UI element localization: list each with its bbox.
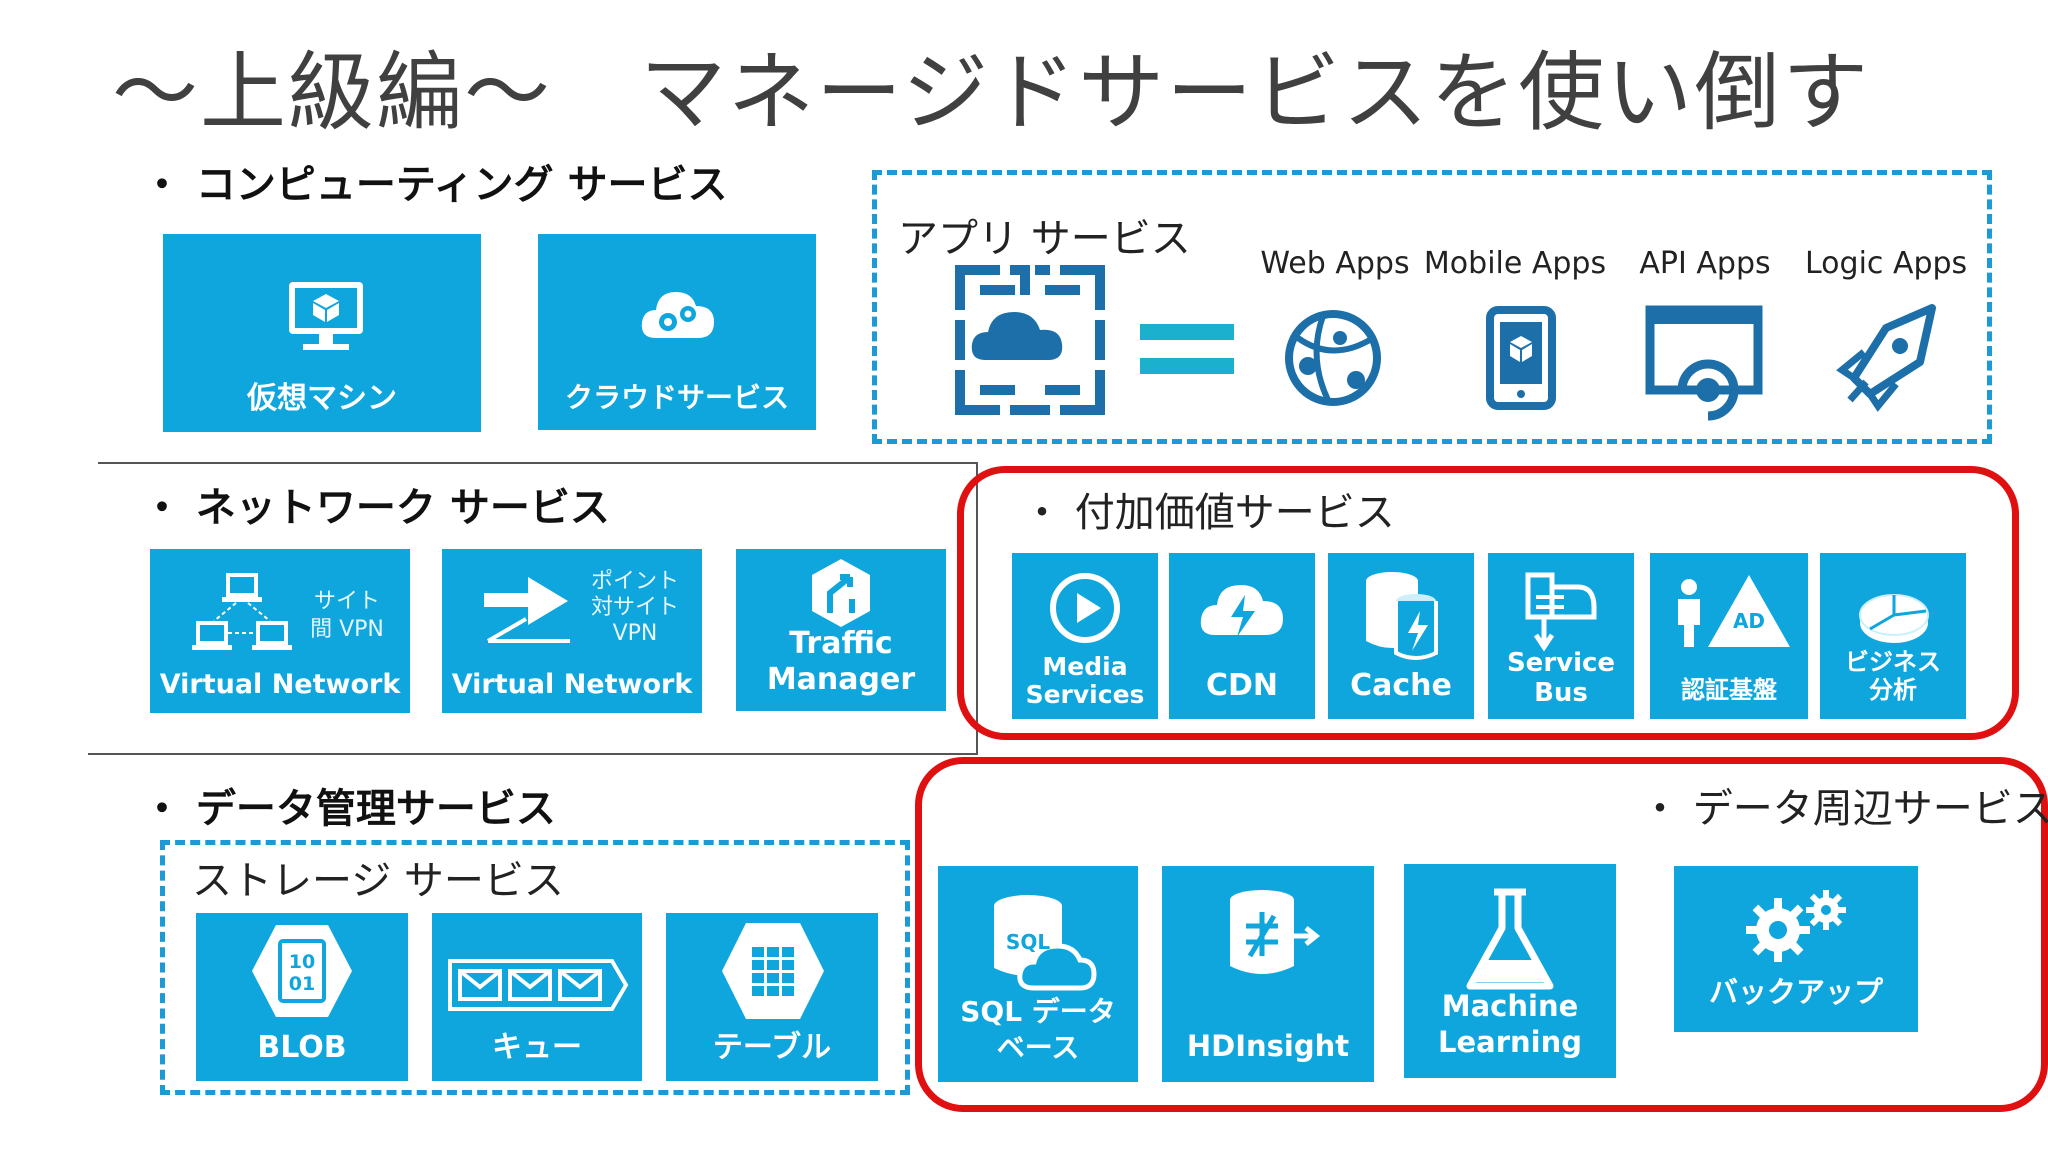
globe-icon	[1285, 310, 1381, 406]
tile-label: HDInsight	[1186, 1029, 1350, 1063]
tile-sub-line: サイト	[313, 589, 380, 614]
mobile-device-icon	[1486, 306, 1556, 410]
section-data-peripheral: ・ データ周辺サービス	[1640, 786, 2048, 832]
rocket-icon	[1836, 304, 1936, 412]
sql-badge: SQL	[1005, 930, 1051, 954]
cloud-bolt-icon	[1200, 585, 1283, 637]
tile-label: ベース	[996, 1031, 1080, 1064]
tile-label: バックアップ	[1708, 975, 1883, 1009]
tile-label: Bus	[1534, 678, 1588, 708]
app-service-box	[872, 170, 1992, 444]
section-network: ・ ネットワーク サービス	[142, 485, 610, 531]
tile-virtual-network-p2s[interactable]: ポイント 対サイト VPN Virtual Network	[442, 549, 702, 713]
tile-sub-line: 対サイト	[590, 595, 679, 620]
cloud-gear-icon	[641, 292, 714, 338]
equals-icon	[1140, 324, 1234, 374]
app-label-api: API Apps	[1639, 246, 1771, 281]
tile-virtual-network-site[interactable]: サイト 間 VPN Virtual Network	[150, 549, 410, 713]
service-bus-icon	[1525, 572, 1597, 652]
section-computing: ・ コンピューティング サービス	[142, 162, 728, 208]
tile-blob[interactable]: 10 01 BLOB	[196, 913, 408, 1081]
tile-hdinsight[interactable]: HDInsight	[1162, 866, 1374, 1082]
tile-label: クラウドサービス	[564, 381, 789, 414]
tile-virtual-machine[interactable]: 仮想マシン	[163, 234, 481, 432]
flask-icon	[1466, 888, 1554, 990]
app-label-web: Web Apps	[1260, 246, 1410, 281]
tile-label: Virtual Network	[159, 669, 401, 700]
divider-vertical	[976, 462, 978, 754]
tile-label: 仮想マシン	[247, 381, 397, 416]
play-icon	[1050, 573, 1120, 643]
gears-icon	[1746, 890, 1846, 962]
tile-label: Learning	[1437, 1025, 1582, 1059]
tile-label: Manager	[766, 662, 916, 697]
arrows-icon	[484, 577, 570, 643]
tile-machine-learning[interactable]: Machine Learning	[1404, 864, 1616, 1078]
divider-top	[98, 462, 978, 464]
tile-label: 分析	[1869, 676, 1917, 704]
section-data: ・ データ管理サービス	[142, 786, 556, 832]
tile-media-services[interactable]: Media Services	[1012, 553, 1158, 719]
tile-label: キュー	[492, 1030, 582, 1065]
cache-cylinder-icon	[1366, 572, 1438, 660]
hdinsight-icon	[1230, 890, 1321, 974]
tile-label: SQL データ	[960, 995, 1116, 1028]
blob-icon-text: 01	[288, 973, 316, 995]
tile-business-analytics[interactable]: ビジネス 分析	[1820, 553, 1966, 719]
tile-label: CDN	[1205, 668, 1279, 703]
tile-label: Services	[1025, 680, 1145, 709]
section-value-added: ・ 付加価値サービス	[1022, 490, 1395, 536]
tile-label: Traffic	[789, 626, 893, 661]
tile-label: Cache	[1350, 668, 1452, 703]
tile-label: 認証基盤	[1681, 676, 1777, 704]
tile-sql-database[interactable]: SQL SQL データ ベース	[938, 866, 1138, 1082]
queue-envelopes-icon	[448, 959, 629, 1011]
app-label-mobile: Mobile Apps	[1423, 246, 1607, 281]
page-title: ～上級編～ マネージドサービスを使い倒す	[112, 43, 1871, 143]
monitor-icon	[289, 282, 363, 350]
ad-triangle-icon	[1708, 575, 1790, 647]
app-label-logic: Logic Apps	[1805, 246, 1968, 281]
tile-queue[interactable]: キュー	[432, 913, 642, 1081]
tile-label: Virtual Network	[451, 669, 693, 700]
tile-label: Machine	[1441, 989, 1579, 1023]
tile-label: Media	[1042, 652, 1128, 681]
tile-service-bus[interactable]: Service Bus	[1488, 553, 1634, 719]
tile-cdn[interactable]: CDN	[1169, 553, 1315, 719]
blob-hexagon-icon	[252, 925, 352, 1017]
app-service-icon	[955, 265, 1105, 415]
network-nodes-icon	[192, 573, 292, 650]
tile-sub-line: 間 VPN	[310, 617, 384, 642]
tile-label: テーブル	[712, 1030, 832, 1065]
tile-label: BLOB	[257, 1030, 347, 1065]
sql-database-icon	[994, 895, 1097, 991]
pie-chart-icon	[1859, 594, 1929, 643]
value-added-highlight	[957, 466, 2019, 740]
tile-backup[interactable]: バックアップ	[1674, 866, 1918, 1032]
table-hexagon-icon	[722, 923, 824, 1019]
user-icon	[1678, 579, 1700, 647]
divider-bottom	[88, 753, 978, 755]
app-service-label: アプリ サービス	[898, 216, 1191, 262]
tile-sub-line: VPN	[612, 621, 658, 646]
tile-label: Service	[1506, 648, 1616, 678]
tile-label: ビジネス	[1845, 648, 1941, 676]
blob-icon-text: 10	[288, 951, 316, 973]
ad-badge: AD	[1732, 609, 1766, 633]
data-peripheral-highlight	[915, 757, 2048, 1112]
tile-cloud-service[interactable]: クラウドサービス	[538, 234, 816, 430]
traffic-icon	[812, 559, 870, 627]
storage-service-box	[160, 840, 910, 1095]
api-icon	[1645, 305, 1763, 421]
tile-cache[interactable]: Cache	[1328, 553, 1474, 719]
tile-sub-line: ポイント	[590, 569, 679, 594]
tile-auth-platform[interactable]: AD 認証基盤	[1650, 553, 1808, 719]
storage-service-label: ストレージ サービス	[192, 858, 564, 904]
tile-traffic-manager[interactable]: Traffic Manager	[736, 549, 946, 711]
tile-table[interactable]: テーブル	[666, 913, 878, 1081]
